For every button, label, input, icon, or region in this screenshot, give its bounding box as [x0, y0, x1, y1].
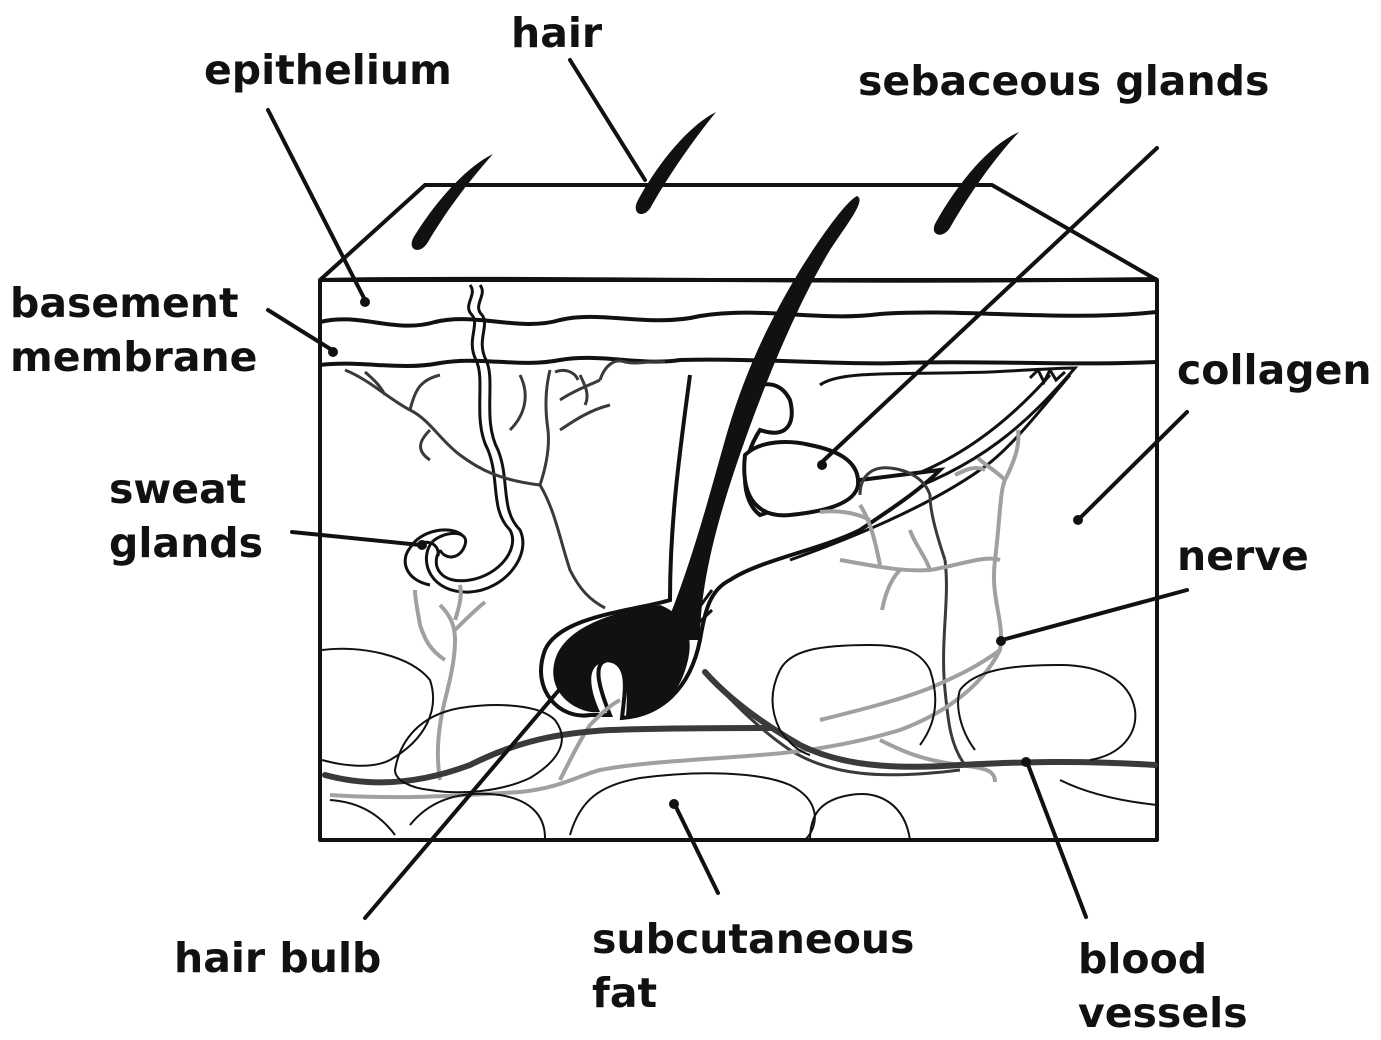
label-epithelium: epithelium — [204, 43, 452, 97]
label-blood-vessels: blood vessels — [1078, 932, 1248, 1040]
label-basement-membrane: basement membrane — [10, 276, 257, 384]
epithelium-layer — [320, 312, 1157, 326]
basement-membrane-line — [320, 358, 1157, 366]
label-collagen: collagen — [1177, 343, 1372, 397]
hair-follicle — [541, 196, 940, 718]
surface-hairs — [412, 112, 1019, 250]
label-nerve: nerve — [1177, 529, 1309, 583]
sebaceous-gland-shape — [744, 442, 858, 515]
label-sweat-glands: sweat glands — [109, 462, 263, 570]
label-hair-bulb: hair bulb — [174, 931, 381, 985]
subcutaneous-fat-cells — [322, 645, 1157, 840]
label-subcutaneous-fat: subcutaneous fat — [592, 912, 914, 1020]
label-hair: hair — [511, 6, 602, 60]
label-sebaceous-glands: sebaceous glands — [858, 54, 1269, 108]
